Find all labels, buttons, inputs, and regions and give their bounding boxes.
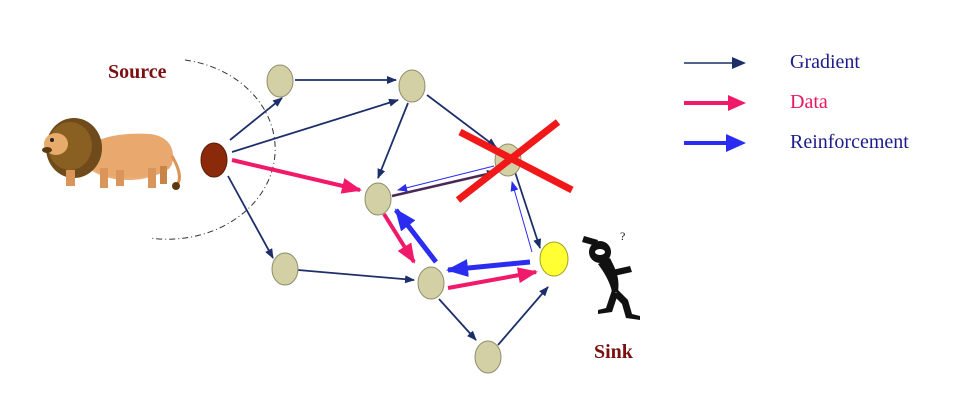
legend-gradient-label: Gradient [790,51,860,73]
data-edge [231,158,362,194]
failed-path-edge [391,170,497,198]
gradient-edge [377,102,409,179]
gradient-edges [227,76,549,346]
gradient-edge [426,94,497,148]
data-edge [382,212,416,264]
sink-label: Sink [594,341,634,363]
reinforcement-edge [446,259,531,278]
sensor-node [266,64,294,98]
source-node [200,142,228,178]
sensor-node [398,69,426,103]
gradient-edge [297,269,415,284]
sensor-node [417,266,445,300]
gradient-edge [227,175,274,259]
gradient-edge [229,97,283,141]
data-edge [447,267,538,290]
source-region-boundary [149,59,276,240]
reinforcement-edge [394,208,438,264]
sensor-node [364,182,392,216]
legend: Gradient Data Reinforcement [684,51,909,153]
gradient-edge [497,286,549,346]
reinforcement-edges [394,208,531,278]
reinforcement-edge-thin [510,181,533,253]
sensor-node [474,340,502,374]
svg-text:?: ? [620,229,625,243]
sensor-nodes [266,64,522,374]
thinking-person-icon: ? [582,229,640,320]
legend-data-label: Data [790,91,828,113]
legend-reinforcement-label: Reinforcement [790,131,909,153]
cross-icon [455,119,574,203]
reinforcement-edge-thin [397,165,495,192]
sink-node [539,241,569,277]
gradient-edge [438,298,477,341]
sensor-node [271,252,299,286]
data-edges [231,158,538,290]
lion-icon [42,118,181,190]
gradient-edge [231,98,399,153]
source-label: Source [108,61,167,83]
gradient-edge [514,171,541,249]
